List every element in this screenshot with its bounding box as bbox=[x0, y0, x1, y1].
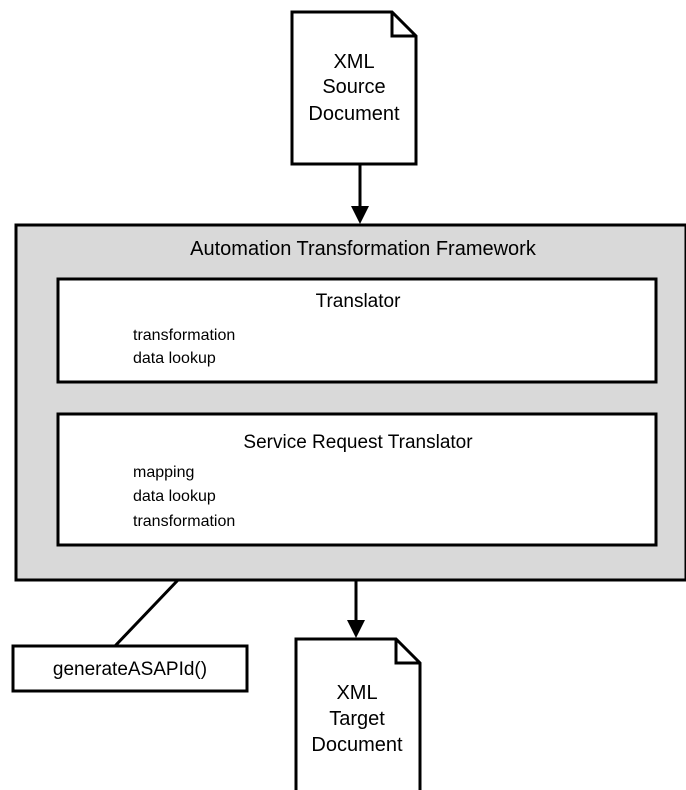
source-doc-line-3: Document bbox=[308, 103, 400, 125]
service-translator-item-1: mapping bbox=[133, 464, 194, 481]
translator-title: Translator bbox=[316, 291, 401, 312]
source-document-fold bbox=[390, 12, 416, 38]
connector-to-function bbox=[113, 578, 180, 648]
source-doc-line-2: Source bbox=[322, 76, 385, 98]
translator-item-2: data lookup bbox=[133, 350, 216, 367]
service-translator-title: Service Request Translator bbox=[243, 432, 473, 453]
arrow-source-to-framework bbox=[351, 164, 369, 224]
translator-box: Translator transformation data lookup bbox=[56, 277, 658, 384]
generate-asapid-box: generateASAPId() bbox=[11, 644, 249, 693]
automation-transformation-framework: Automation Transformation Framework Tran… bbox=[14, 223, 686, 582]
xml-source-document: XML Source Document bbox=[290, 10, 418, 166]
target-doc-line-1: XML bbox=[336, 682, 377, 704]
target-doc-line-3: Document bbox=[311, 734, 403, 756]
xml-target-document: XML Target Document bbox=[294, 637, 422, 790]
service-request-translator-box: Service Request Translator mapping data … bbox=[56, 412, 658, 547]
generate-asapid-label: generateASAPId() bbox=[53, 659, 207, 680]
source-document-shape bbox=[290, 10, 418, 166]
service-translator-item-2: data lookup bbox=[133, 488, 216, 505]
translator-item-1: transformation bbox=[133, 327, 235, 344]
framework-title: Automation Transformation Framework bbox=[190, 238, 537, 260]
service-translator-item-3: transformation bbox=[133, 513, 235, 530]
source-doc-line-1: XML bbox=[333, 51, 374, 73]
target-document-fold bbox=[394, 639, 420, 665]
target-doc-line-2: Target bbox=[329, 708, 385, 730]
arrow-framework-to-target bbox=[347, 580, 365, 638]
